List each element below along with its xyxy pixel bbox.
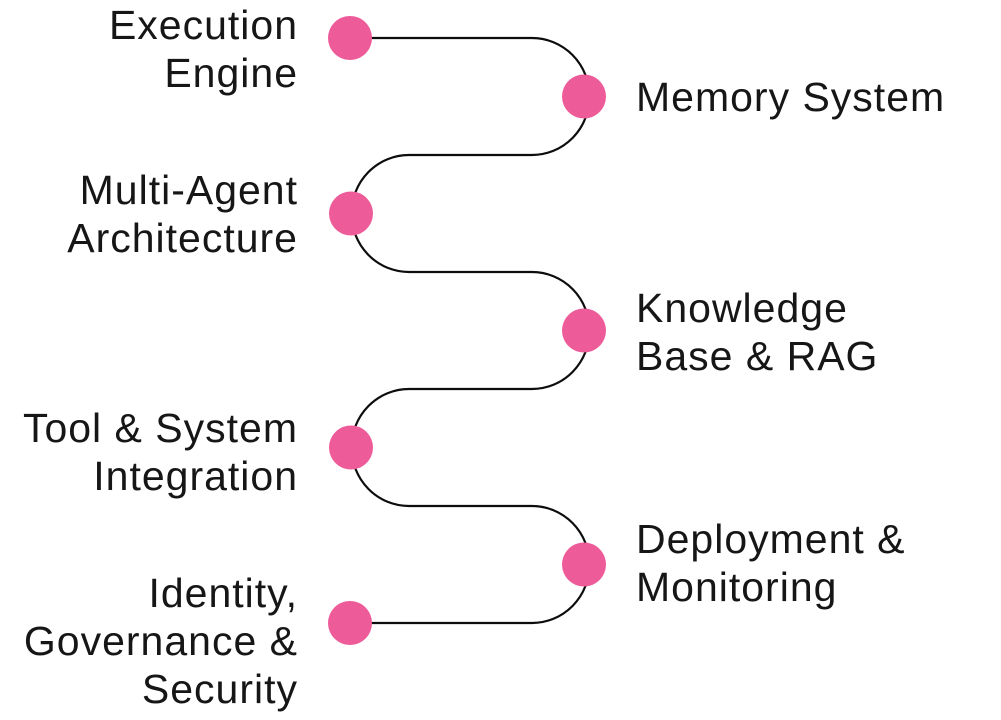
timeline-dots xyxy=(328,16,606,645)
timeline-label-memory-system: Memory System xyxy=(636,73,945,121)
timeline-label-line: Architecture xyxy=(67,215,298,261)
timeline-label-line: Multi-Agent xyxy=(79,167,298,213)
timeline-label-line: Knowledge xyxy=(636,285,848,331)
timeline-label-deployment-monitoring: Deployment &Monitoring xyxy=(636,515,906,611)
timeline-label-line: Base & RAG xyxy=(636,333,879,379)
timeline-label-identity-governance-security: Identity,Governance &Security xyxy=(24,569,298,713)
timeline-dot-identity-governance-security xyxy=(328,601,372,645)
timeline-label-line: Security xyxy=(141,666,298,712)
timeline-dot-execution-engine xyxy=(328,16,372,60)
timeline-dot-multi-agent-architecture xyxy=(329,191,373,236)
timeline-label-line: Deployment & xyxy=(636,516,906,562)
timeline-curve xyxy=(348,36,591,625)
timeline-dot-deployment-monitoring xyxy=(562,542,606,587)
timeline-label-line: Execution xyxy=(108,2,298,48)
timeline-dot-tool-system-integration xyxy=(329,425,373,470)
timeline-label-line: Tool & System xyxy=(22,405,298,451)
timeline-label-line: Identity, xyxy=(148,570,298,616)
timeline-dot-knowledge-base-rag xyxy=(562,308,606,353)
timeline-label-line: Engine xyxy=(164,50,298,96)
timeline-label-line: Integration xyxy=(93,453,298,499)
timeline-label-line: Memory System xyxy=(636,74,946,120)
timeline-label-line: Monitoring xyxy=(636,564,838,610)
timeline-label-line: Governance & xyxy=(23,618,298,664)
timeline-dot-memory-system xyxy=(562,74,606,119)
